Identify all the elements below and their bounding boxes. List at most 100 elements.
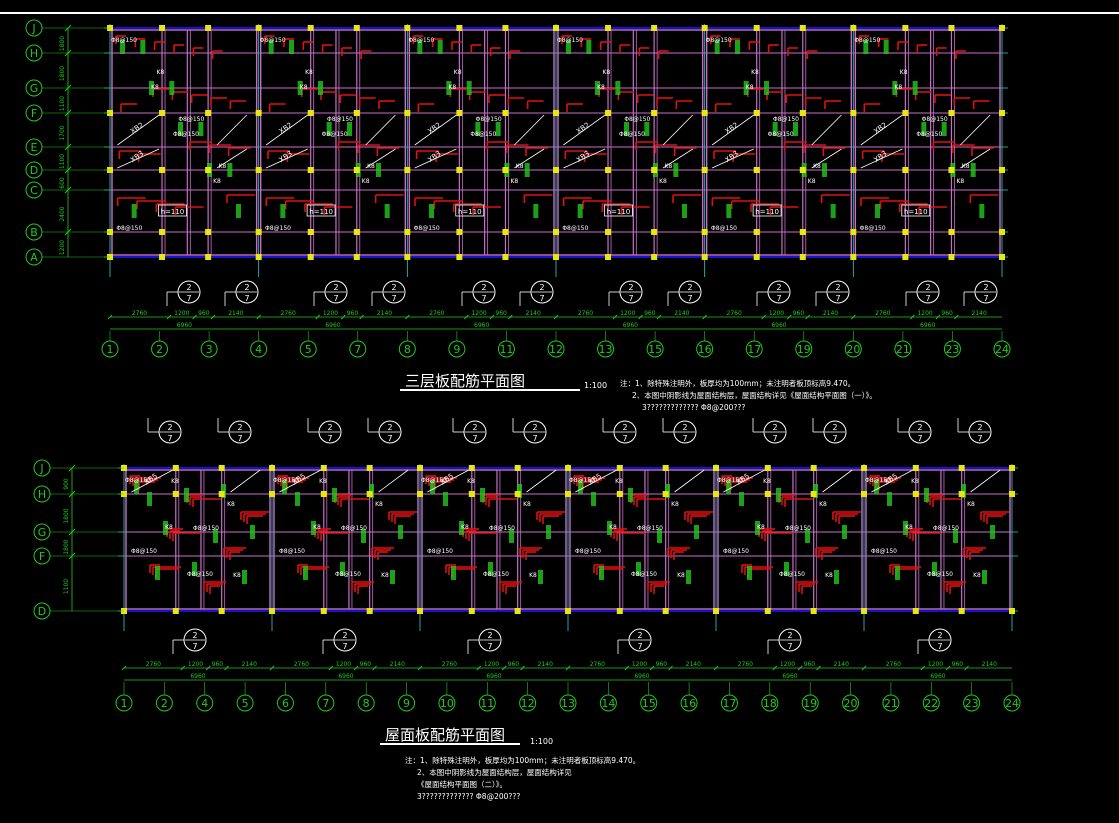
- plan1-rebar-label: Φ8@150: [706, 37, 732, 44]
- plan1-note-3: 3????????????? Φ8@200???: [642, 403, 746, 412]
- plan1-rebar-tag: [735, 40, 740, 54]
- plan1-rebar-label: Φ8@150: [178, 116, 204, 123]
- plan1-section-mark-8-sheet: 7: [776, 294, 781, 303]
- plan1-rebar-tag: [970, 163, 976, 177]
- plan2-rebar-tag: [147, 492, 152, 506]
- plan1-axis-row-J-label: J: [31, 22, 35, 35]
- plan2-rebar-label: Φ8@150: [785, 525, 811, 532]
- plan1-dim-tick: [910, 314, 915, 320]
- plan2-axis-col-14: 14: [599, 694, 617, 712]
- plan1-axis-col-12-label: 12: [549, 343, 563, 356]
- plan2-column: [764, 491, 771, 497]
- plan1-rebar-label: K8: [367, 163, 375, 170]
- plan2-dim-bay: 1200: [632, 661, 647, 668]
- plan2-rebar-label: Φ8@150: [569, 477, 595, 484]
- plan2-axis-col-8-circle: [357, 694, 375, 712]
- plan1-rebar-tag: [384, 204, 390, 218]
- plan1-slab-label: XB2: [278, 121, 294, 136]
- plan1-dim-tick: [805, 314, 811, 320]
- plan2-dim-bay: 2140: [982, 661, 997, 668]
- plan1-axis-col-23: 23: [943, 340, 961, 358]
- plan1-axis-col-2: 2: [151, 340, 169, 358]
- plan2-axis-col-1: 1: [115, 694, 133, 712]
- plan1-note-1: 注：1、除特殊注明外，板厚均为100mm；未注明者板顶标高9.470。: [620, 379, 856, 388]
- plan1-rebar-tag: [169, 81, 175, 95]
- plan1-slab-diag2: [216, 148, 247, 169]
- plan2-axis-col-6: 6: [276, 694, 294, 712]
- plan2-section-mark-4-num: 2: [472, 423, 477, 432]
- plan1-section-mark-0: 27: [166, 280, 201, 306]
- plan2-rebar-label: K8: [381, 572, 389, 579]
- plan2-dim-bay: 1200: [484, 661, 499, 668]
- plan1-dim-tick: [210, 314, 216, 320]
- plan2-rebar-tag: [163, 521, 168, 535]
- plan2-axis-row-F-circle: [33, 547, 51, 565]
- plan1-column: [701, 254, 708, 260]
- plan1-axis-row-B-label: B: [30, 226, 38, 239]
- plan2-rebar-label: K8: [523, 501, 531, 508]
- plan2-dim-tick: [353, 665, 359, 671]
- plan2-slab-diag2: [526, 469, 557, 493]
- plan2-column: [958, 465, 965, 471]
- plan2-rebar-label: K8: [227, 501, 235, 508]
- plan2-rebar-label: Φ8@150: [637, 525, 663, 532]
- plan1-rebar-tag: [376, 163, 381, 177]
- plan2-section-mark-13-sheet: 7: [342, 642, 347, 651]
- plan2-column: [861, 491, 867, 497]
- plan1-column: [651, 110, 658, 116]
- plan1-axis-col-7: 7: [349, 340, 367, 358]
- plan1-dim-bay: 960: [793, 310, 805, 317]
- plan1-rebar-label: K8: [156, 69, 164, 76]
- plan2-axis-col-1-circle: [115, 694, 133, 712]
- plan2-dim-bay: 2760: [886, 661, 901, 668]
- plan1-axis-row-G-circle: [25, 79, 43, 97]
- plan2-rebar-label: Φ8@150: [125, 477, 151, 484]
- plan1-rebar-label: K8: [448, 84, 456, 91]
- plan1-axis-row-C: C: [25, 181, 43, 199]
- plan1-rebar-label: K8: [300, 84, 308, 91]
- plan1-left-dim-tick: [64, 109, 72, 117]
- plan2-left-dim-0: 900: [63, 478, 70, 490]
- plan2-dim-bay: 2760: [442, 661, 457, 668]
- plan2-rebar-tag: [242, 570, 247, 584]
- plan2-column: [565, 491, 571, 497]
- plan2-section-mark-6-sheet: 7: [622, 434, 627, 443]
- plan1-unit-5: Φ8@150K8Φ8@150K8Φ8@150K8Φ8@150K8XB2XB3h=…: [706, 29, 853, 256]
- plan1-dim-tick: [464, 314, 469, 320]
- plan2-axis-row-G: G: [33, 523, 51, 541]
- plan2-scale: 1:100: [530, 737, 554, 746]
- plan1-axis-row-B: B: [25, 223, 43, 241]
- plan2-axis-col-2-circle: [155, 694, 173, 712]
- plan2-axis-col-18-circle: [761, 694, 779, 712]
- plan1-dim-bay: 1200: [471, 310, 486, 317]
- plan1-axis-row-F: F: [25, 104, 43, 122]
- plan1-left-dim-tick: [64, 24, 72, 32]
- plan1-dim-bay: 2140: [377, 310, 392, 317]
- plan1-dim-tick: [553, 314, 559, 320]
- plan2-section-mark-16-num: 2: [787, 631, 792, 640]
- plan2-section-mark-14: 27: [467, 628, 502, 654]
- plan2-column: [810, 465, 817, 471]
- plan2-slab-diag2: [970, 469, 1001, 493]
- plan1-section-mark-7: 27: [667, 280, 702, 306]
- plan2-section-mark-12-num: 2: [192, 631, 197, 640]
- plan2-column: [713, 465, 719, 471]
- plan1-column: [553, 110, 559, 116]
- plan2-axis-col-17-label: 17: [722, 697, 736, 710]
- plan2-dim-tick: [797, 665, 803, 671]
- plan1-rebar-label: Φ8@150: [173, 131, 199, 138]
- plan2-left-dim-1: 1800: [63, 508, 70, 523]
- plan2-axis-row-D: D: [33, 602, 51, 620]
- plan2-axis-col-6-label: 6: [282, 697, 289, 710]
- plan2-section-mark-10: 27: [897, 418, 932, 444]
- plan1-rebar-tag: [615, 81, 621, 95]
- plan1-section-mark-11: 27: [963, 280, 998, 306]
- plan1-dim-bay: 960: [347, 310, 359, 317]
- plan1-dim-bay: 960: [198, 310, 210, 317]
- plan2-axis-col-22-circle: [922, 694, 940, 712]
- plan1-rebar-tag: [714, 40, 720, 54]
- plan2-column: [565, 608, 571, 614]
- plan2-section-mark-3-num: 2: [387, 423, 392, 432]
